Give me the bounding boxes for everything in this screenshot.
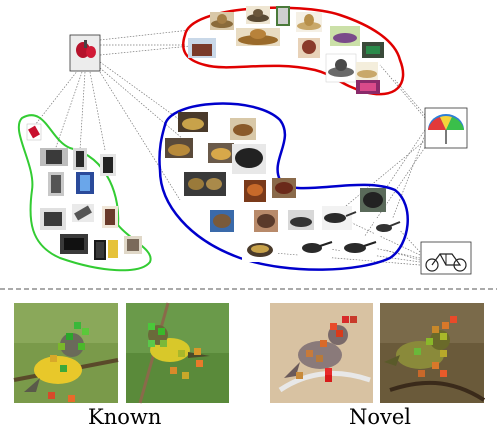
frying-pan-cluster-outline xyxy=(158,102,409,271)
known-label: Known xyxy=(88,405,162,429)
umbrella-hub-image xyxy=(424,107,468,149)
novel-bird-2 xyxy=(380,303,486,403)
novel-label: Novel xyxy=(349,405,412,429)
novel-bird-1 xyxy=(270,303,373,403)
tandem-bicycle-hub-image xyxy=(420,241,472,275)
cellphone-cluster-outline xyxy=(17,114,152,272)
known-bird-1 xyxy=(13,303,119,403)
sombrero-cluster-outline xyxy=(181,6,405,96)
known-bird-2 xyxy=(126,302,229,404)
connector-lines xyxy=(34,29,431,266)
cellphone-thumbnails xyxy=(26,123,142,260)
sombrero-thumbnails xyxy=(188,6,384,94)
phone-hub-image xyxy=(69,34,101,72)
frying-pan-thumbnails xyxy=(165,112,401,262)
